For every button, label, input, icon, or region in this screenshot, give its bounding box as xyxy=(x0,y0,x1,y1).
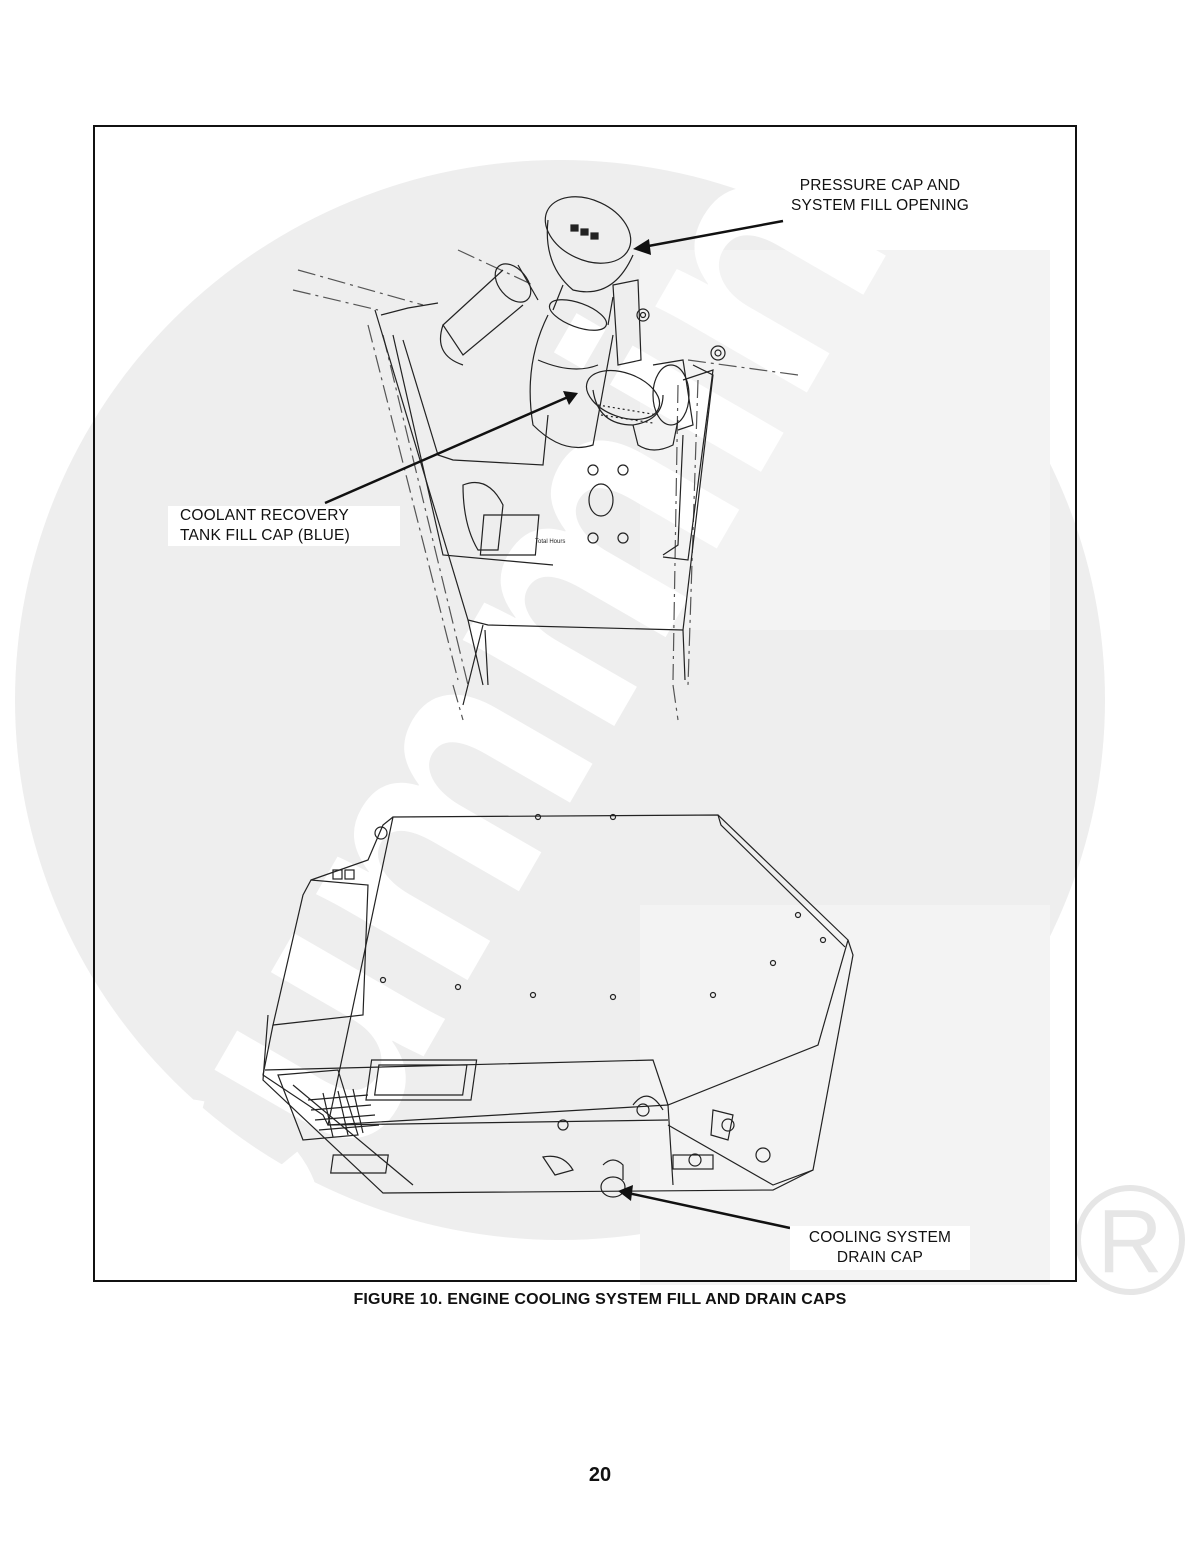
callout-coolant-line2: TANK FILL CAP (BLUE) xyxy=(180,527,350,544)
callout-coolant-recovery-cap: COOLANT RECOVERY TANK FILL CAP (BLUE) xyxy=(168,506,400,546)
drain-cap-drawing xyxy=(542,1155,626,1198)
figure-drawing: Total Hours xyxy=(262,196,854,1230)
hose-drawing xyxy=(439,263,539,366)
recovery-cap-drawing xyxy=(585,279,694,451)
callout-drain-line1: COOLING SYSTEM xyxy=(808,1229,952,1246)
figure-caption: FIGURE 10. ENGINE COOLING SYSTEM FILL AN… xyxy=(353,1291,847,1308)
page-number: 20 xyxy=(588,1464,612,1486)
lower-view xyxy=(262,813,854,1198)
upper-view: Total Hours xyxy=(292,196,799,721)
svg-text:Total Hours: Total Hours xyxy=(535,539,565,545)
pressure-cap-drawing xyxy=(529,196,634,449)
leader-arrows xyxy=(324,219,791,1230)
registered-mark: R xyxy=(1098,1192,1163,1292)
callout-drain-cap: COOLING SYSTEM DRAIN CAP xyxy=(790,1226,970,1270)
callout-coolant-line1: COOLANT RECOVERY xyxy=(180,507,349,524)
callout-pressure-cap-line1: PRESSURE CAP AND xyxy=(799,177,961,194)
callout-pressure-cap-line2: SYSTEM FILL OPENING xyxy=(790,197,970,214)
callout-drain-line2: DRAIN CAP xyxy=(836,1249,924,1266)
callout-pressure-cap: PRESSURE CAP AND SYSTEM FILL OPENING xyxy=(770,176,990,216)
figure-frame xyxy=(93,125,1077,1282)
vent-grille-drawing xyxy=(277,1069,380,1141)
